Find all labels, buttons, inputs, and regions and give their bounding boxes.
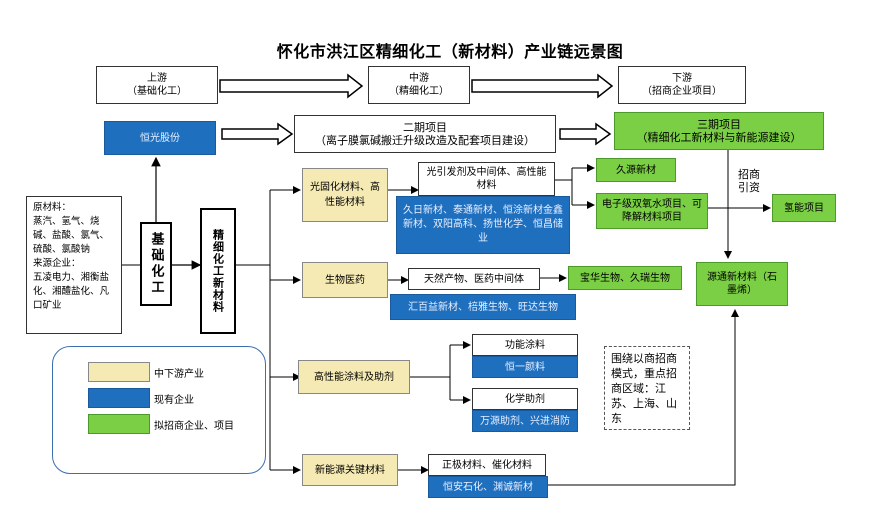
electronic-project-box: 电子级双氧水项目、可降解材料项目 [596,193,708,229]
energy-companies-box: 恒安石化、渊诚新材 [428,476,548,498]
hydrogen-box: 氢能项目 [772,194,836,222]
legend-panel [52,346,266,474]
stage-upstream-name: 上游 [147,73,167,84]
coating-chem-company: 万源助剂、兴进消防 [472,410,578,432]
phase2-detail: （离子膜氯碱搬迁升级改造及配套项目建设） [315,134,535,147]
bio-companies-box: 汇百益新材、棓雅生物、旺达生物 [390,294,576,320]
legend-item-yellow: 中下游产业 [88,362,204,382]
legend-item-blue: 现有企业 [88,388,194,408]
legend-swatch-yellow [88,362,150,382]
hengguang-box: 恒光股份 [104,121,216,155]
yuantong-box: 源通新材料（石墨烯） [696,262,788,306]
stage-downstream-sub: （招商企业项目） [642,86,722,97]
raw-materials-box: 原材料： 蒸汽、氢气、烧碱、盐酸、氯气、硫酸、氯酸钠 来源企业： 五凌电力、湘衡… [26,196,122,334]
basic-chem-label: 基础化工 [148,232,164,296]
energy-products-box: 正极材料、催化材料 [428,454,546,476]
category-energy: 新能源关键材料 [302,454,398,486]
stage-midstream-name: 中游 [409,73,429,84]
stage-arrow-2 [471,73,614,99]
legend-swatch-green [88,414,150,434]
diagram-title: 怀化市洪江区精细化工（新材料）产业链远景图 [276,42,624,61]
legend-item-green: 拟招商企业、项目 [88,414,234,434]
strategy-note: 围绕以商招商模式，重点招商区域：江苏、上海、山东 [604,346,690,430]
stage-arrow-3 [221,122,612,146]
stage-downstream-name: 下游 [672,73,692,84]
bio-products-box: 天然产物、医药中间体 [408,268,540,290]
phase3-title: 三期项目 [697,118,741,131]
category-bio: 生物医药 [302,262,388,298]
zhaoshang-label: 招商引资 [738,168,760,194]
phase3-box: 三期项目 （精细化工新材料与新能源建设） [614,112,824,150]
jiuyuan-box: 久源新材 [596,158,676,182]
stage-arrow-1 [219,73,364,99]
stage-downstream: 下游 （招商企业项目） [618,66,746,104]
legend-swatch-blue [88,388,150,408]
stage-midstream-sub: （精细化工） [389,86,449,97]
legend-label-yellow: 中下游产业 [154,368,204,380]
category-photo: 光固化材料、高性能材料 [302,168,388,222]
coating-chem-box: 化学助剂 [472,388,578,410]
stage-midstream: 中游 （精细化工） [368,66,470,104]
baohua-box: 宝华生物、久瑞生物 [568,266,682,290]
fine-chem-box: 精细化工新材料 [200,208,236,334]
photo-companies-box: 久日新材、泰通新材、恒涂新材金鑫新材、双阳高科、扬世化学、恒昌储业 [396,196,570,254]
category-coating: 高性能涂料及助剂 [298,360,410,394]
basic-chem-box: 基础化工 [140,222,172,306]
coating-func-box: 功能涂料 [472,334,578,356]
phase3-detail: （精细化工新材料与新能源建设） [636,131,802,144]
coating-func-company: 恒一颜料 [472,356,578,378]
photo-products-box: 光引发剂及中间体、高性能材料 [418,162,555,196]
legend-label-blue: 现有企业 [154,394,194,406]
phase2-box: 二期项目 （离子膜氯碱搬迁升级改造及配套项目建设） [294,115,556,153]
fine-chem-label: 精细化工新材料 [211,229,225,313]
stage-upstream: 上游 （基础化工） [96,66,218,104]
legend-label-green: 拟招商企业、项目 [154,420,234,432]
phase2-title: 二期项目 [403,121,447,134]
stage-upstream-sub: （基础化工） [127,86,187,97]
